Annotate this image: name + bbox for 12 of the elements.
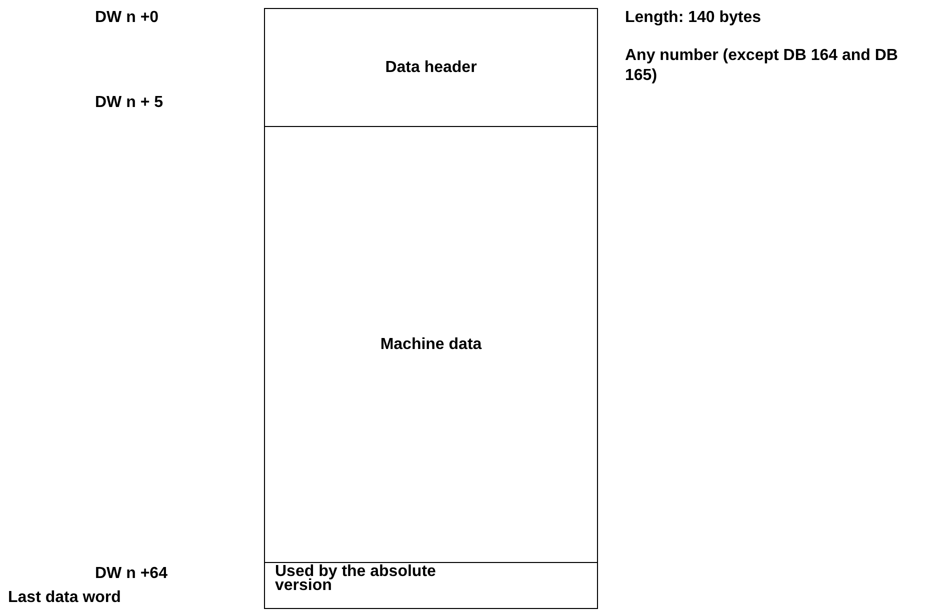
note-text: Any number (except DB 164 and DB 165) [625, 46, 899, 86]
address-label: DW n + 5 [95, 93, 164, 113]
address-label: DW n +0 [95, 8, 159, 28]
section-label: Data header [385, 58, 477, 76]
address-label: Last data word [8, 588, 121, 608]
memory-section [264, 562, 598, 609]
note-text: Length: 140 bytes [625, 8, 762, 28]
section-label: Used by the absolute version [275, 565, 437, 593]
section-label: Machine data [380, 336, 482, 354]
memory-section [264, 8, 598, 127]
address-label: DW n +64 [95, 564, 168, 584]
memory-section [264, 126, 598, 563]
